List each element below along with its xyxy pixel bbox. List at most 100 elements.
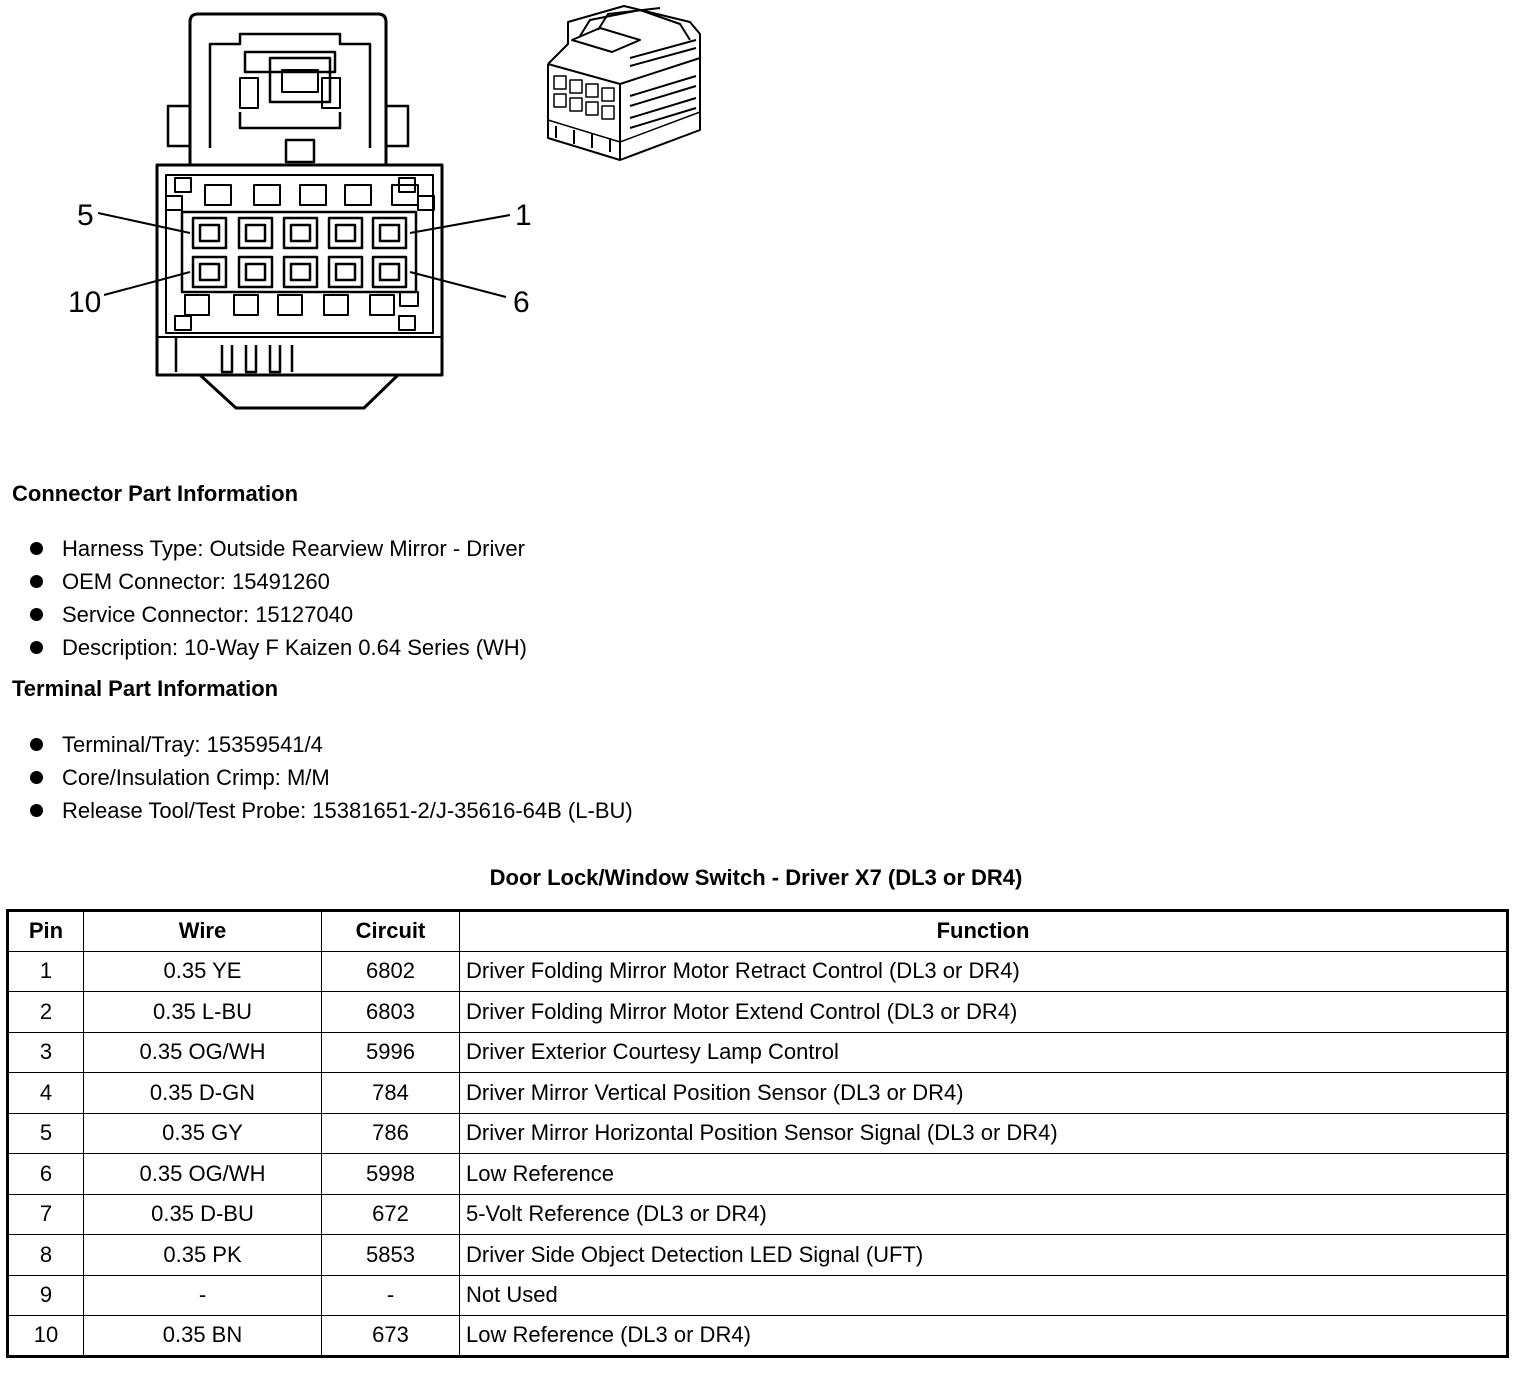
iso-cavity [553, 75, 567, 90]
cell-function: Driver Mirror Horizontal Position Sensor… [459, 1112, 1508, 1154]
list-item: OEM Connector: 15491260 [30, 565, 527, 598]
pin-callout-5: 5 [77, 199, 94, 232]
bullet-icon [30, 804, 43, 817]
cell-function: Not Used [459, 1274, 1508, 1316]
pin-cavity-inner [198, 223, 221, 243]
cell-wire: 0.35 PK [83, 1234, 322, 1276]
connector-face-diagram [97, 12, 511, 410]
cell-pin: 6 [7, 1153, 84, 1195]
pin-cavity [327, 216, 364, 250]
column-header-wire: Wire [83, 910, 322, 952]
bullet-icon [30, 608, 43, 621]
cell-wire: - [83, 1274, 322, 1316]
iso-cavity [585, 83, 599, 98]
pin-table-title: Door Lock/Window Switch - Driver X7 (DL3… [489, 865, 1023, 890]
cell-pin: 1 [7, 950, 84, 992]
list-item: Core/Insulation Crimp: M/M [30, 761, 633, 794]
column-header-circuit: Circuit [321, 910, 460, 952]
cell-function: Low Reference (DL3 or DR4) [459, 1315, 1508, 1357]
pin-cavity [282, 216, 319, 250]
pin-cavity-inner [289, 223, 312, 243]
cell-pin: 4 [7, 1072, 84, 1114]
table-header-row: Pin Wire Circuit Function [7, 910, 1508, 952]
cell-circuit: - [321, 1274, 460, 1316]
pin-cavities [191, 216, 408, 289]
iso-cavity [585, 101, 599, 116]
bullet-icon [30, 641, 43, 654]
cell-circuit: 786 [321, 1112, 460, 1154]
cell-wire: 0.35 L-BU [83, 991, 322, 1033]
pin-cavity-inner [378, 223, 401, 243]
column-header-function: Function [459, 910, 1508, 952]
pin-callout-1: 1 [515, 199, 532, 232]
iso-cavity [569, 79, 583, 94]
list-item: Service Connector: 15127040 [30, 598, 527, 631]
cell-function: Driver Side Object Detection LED Signal … [459, 1234, 1508, 1276]
bullet-icon [30, 542, 43, 555]
cell-wire: 0.35 GY [83, 1112, 322, 1154]
cell-wire: 0.35 D-BU [83, 1193, 322, 1235]
pin-callout-6: 6 [513, 286, 530, 319]
connector-info-title: Connector Part Information [12, 481, 299, 506]
pin-cavity [237, 255, 274, 289]
connector-info-list: Harness Type: Outside Rearview Mirror - … [30, 532, 527, 664]
terminal-info-list: Terminal/Tray: 15359541/4 Core/Insulatio… [30, 728, 633, 827]
pin-cavity [191, 216, 228, 250]
connector-side-tab-left [166, 104, 192, 148]
pin-cavity [237, 216, 274, 250]
cell-function: Low Reference [459, 1153, 1508, 1195]
cell-circuit: 5996 [321, 1031, 460, 1073]
pin-cavity-inner [289, 262, 312, 282]
pin-leader-lines [97, 212, 511, 298]
connector-body [155, 163, 444, 377]
pin-cavity [282, 255, 319, 289]
pin-cavity-inner [244, 223, 267, 243]
cell-pin: 7 [7, 1193, 84, 1235]
connector-isometric-diagram [547, 5, 701, 161]
pin-cavity [191, 255, 228, 289]
pin-cavity-inner [378, 262, 401, 282]
list-item: Terminal/Tray: 15359541/4 [30, 728, 633, 761]
connector-side-tab-right [384, 104, 410, 148]
terminal-info-title: Terminal Part Information [12, 676, 279, 701]
cell-circuit: 784 [321, 1072, 460, 1114]
pin-cavity [327, 255, 364, 289]
cell-function: Driver Folding Mirror Motor Extend Contr… [459, 991, 1508, 1033]
cell-circuit: 673 [321, 1315, 460, 1357]
pin-cavity-inner [334, 223, 357, 243]
cell-circuit: 6802 [321, 950, 460, 992]
cell-circuit: 5998 [321, 1153, 460, 1195]
cell-circuit: 6803 [321, 991, 460, 1033]
pin-cavity-inner [334, 262, 357, 282]
cell-pin: 3 [7, 1031, 84, 1073]
cell-pin: 5 [7, 1112, 84, 1154]
iso-cavity [553, 93, 567, 108]
iso-cavity [601, 105, 615, 120]
cell-pin: 2 [7, 991, 84, 1033]
cell-wire: 0.35 D-GN [83, 1072, 322, 1114]
cell-function: Driver Mirror Vertical Position Sensor (… [459, 1072, 1508, 1114]
cell-function: Driver Folding Mirror Motor Retract Cont… [459, 950, 1508, 992]
table-row: 9--Not Used [7, 1274, 1508, 1316]
cell-pin: 8 [7, 1234, 84, 1276]
cavity-grid-frame [180, 210, 418, 294]
column-header-pin: Pin [7, 910, 84, 952]
cell-wire: 0.35 OG/WH [83, 1031, 322, 1073]
pin-cavity [371, 255, 408, 289]
list-item: Description: 10-Way F Kaizen 0.64 Series… [30, 631, 527, 664]
iso-cavity [569, 97, 583, 112]
pin-cavity-inner [244, 262, 267, 282]
iso-cavity [601, 87, 615, 102]
bullet-icon [30, 575, 43, 588]
list-item: Harness Type: Outside Rearview Mirror - … [30, 532, 527, 565]
cell-circuit: 5853 [321, 1234, 460, 1276]
list-item: Release Tool/Test Probe: 15381651-2/J-35… [30, 794, 633, 827]
